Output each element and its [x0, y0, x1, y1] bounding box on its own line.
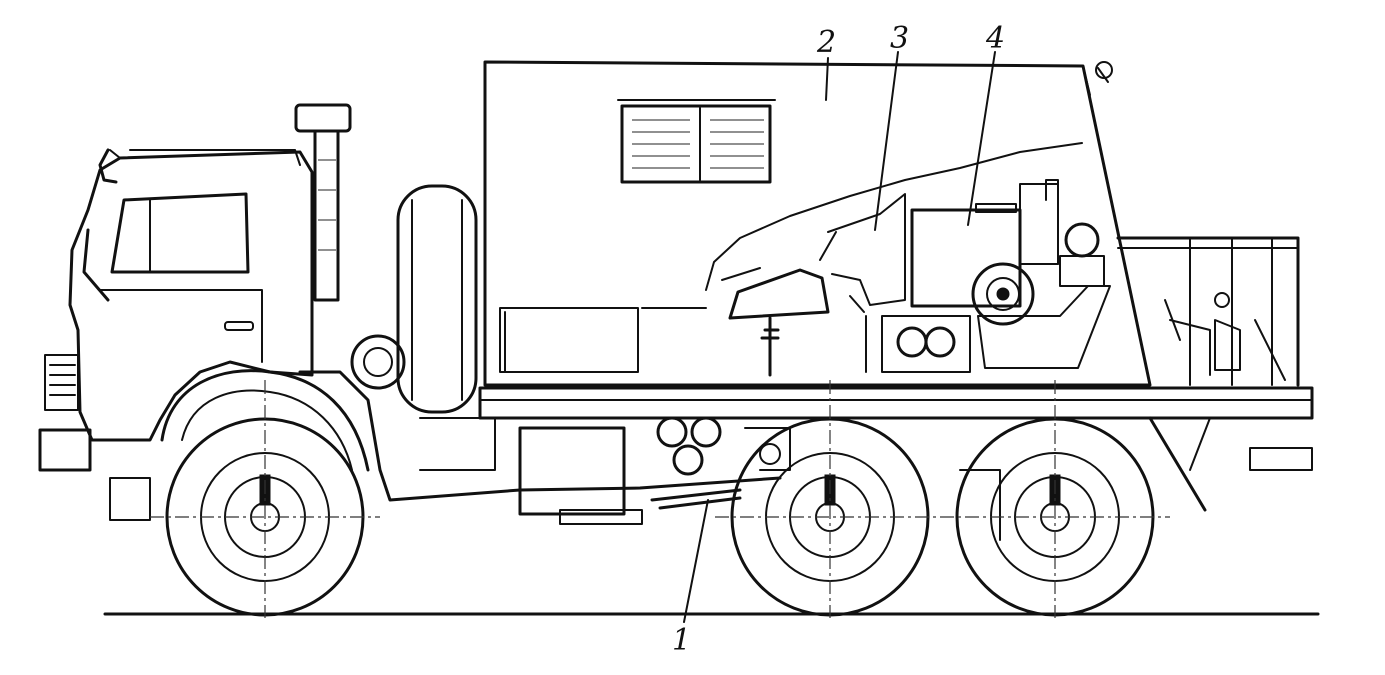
cab-door [99, 289, 263, 363]
mirror [82, 148, 118, 302]
cab [38, 148, 314, 521]
rear-rack [1116, 236, 1300, 387]
chassis [160, 369, 1211, 541]
cardan-shaft [650, 488, 742, 510]
body-window [620, 104, 772, 184]
fuel-tank [518, 426, 626, 516]
cutaway-line [705, 142, 1083, 291]
body-box [483, 60, 1152, 387]
callout-label-1: 1 [672, 623, 691, 658]
spare-wheel [396, 184, 478, 414]
winch-assembly [881, 179, 1111, 373]
cab-window [110, 192, 250, 274]
callout-label-4: 4 [985, 21, 1005, 56]
callout-leaders [683, 51, 996, 623]
platform-deck [478, 386, 1314, 471]
front-bumper [38, 428, 92, 472]
callout-label-2: 2 [816, 25, 836, 60]
center-lines [150, 380, 1170, 618]
front-drum [350, 334, 406, 390]
callout-label-3: 3 [890, 21, 909, 56]
door-handle [224, 321, 254, 331]
exhaust-stack [294, 103, 352, 302]
operator-controls [721, 193, 906, 377]
